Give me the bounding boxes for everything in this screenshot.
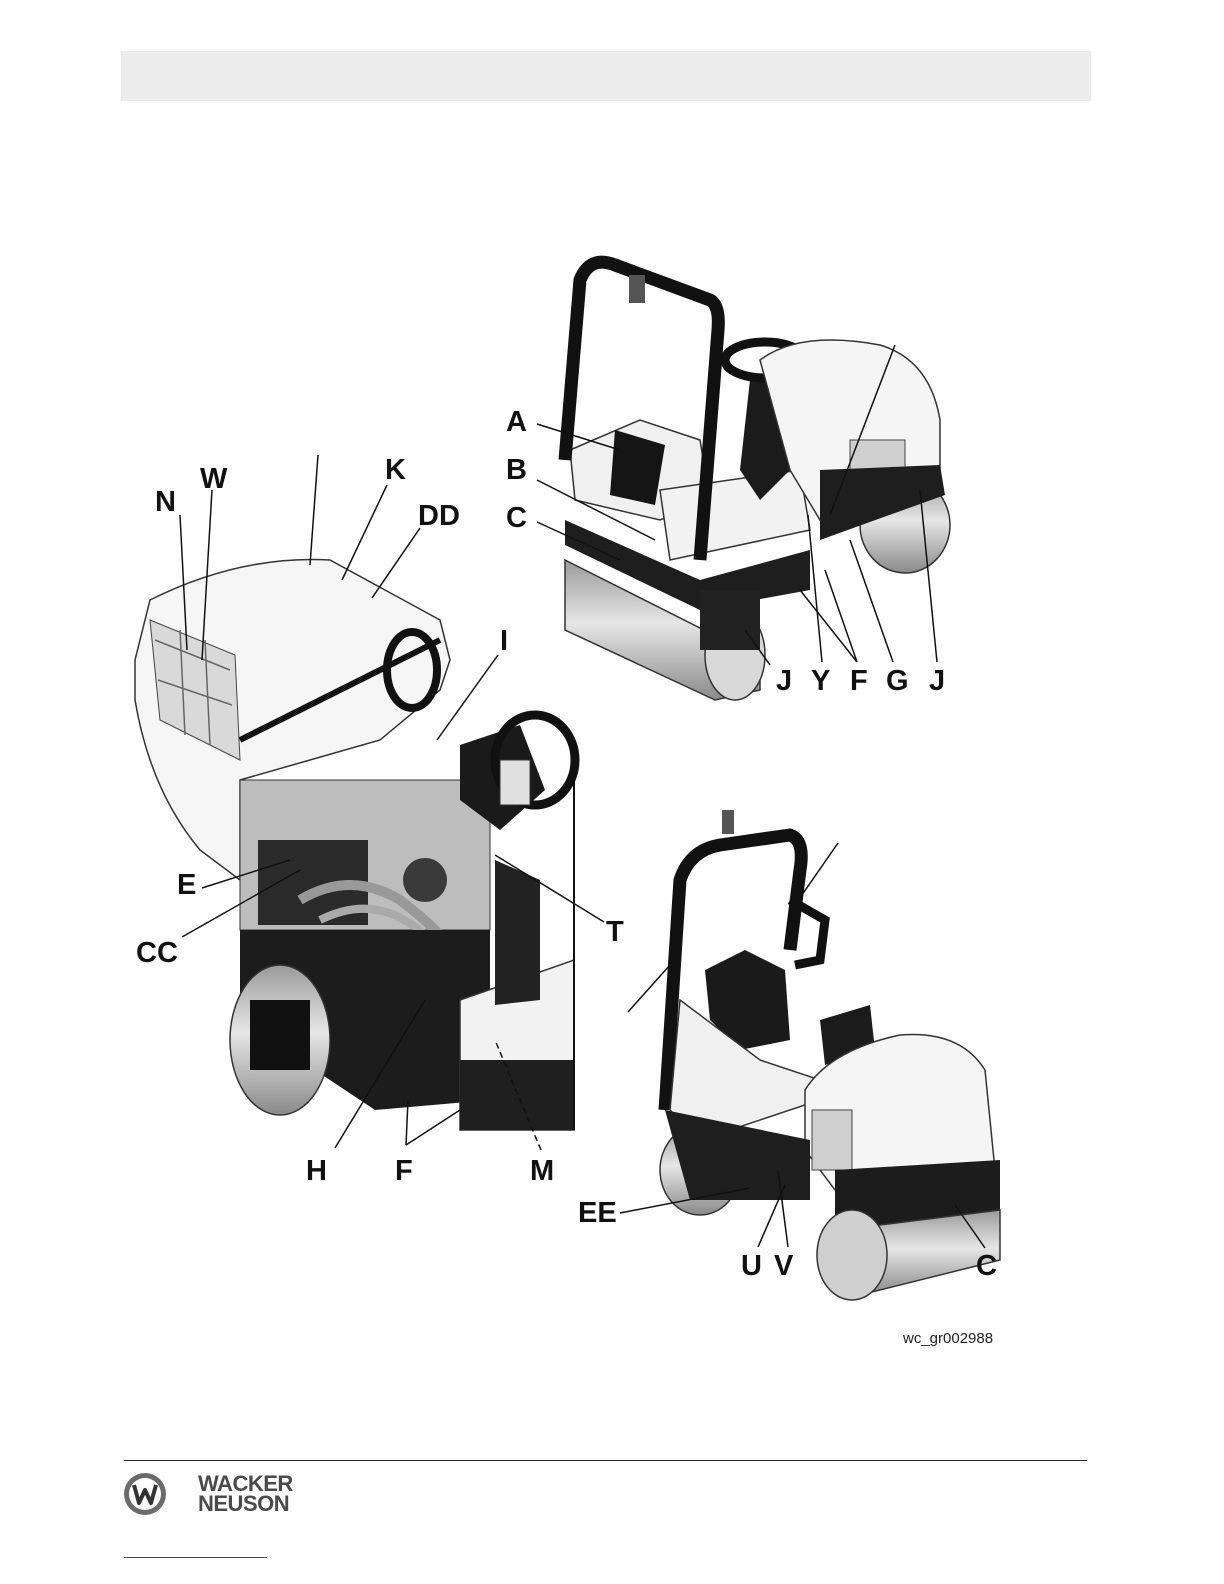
callout-a: A — [506, 406, 527, 438]
roller-view-engine-open — [135, 455, 604, 1150]
figure-caption: wc_gr002988 — [903, 1330, 993, 1347]
roller-view-front — [620, 810, 1000, 1300]
callout-m: M — [530, 1155, 554, 1187]
callout-v: V — [774, 1250, 794, 1282]
callout-j-1: J — [776, 665, 792, 697]
callout-i: I — [500, 625, 508, 657]
callout-k: K — [385, 454, 406, 486]
callout-w: W — [200, 463, 228, 495]
callout-u: U — [741, 1250, 762, 1282]
footer-link[interactable] — [124, 1557, 267, 1558]
callout-y: Y — [811, 665, 830, 697]
callout-f-1: F — [850, 665, 868, 697]
brand-logo: WACKER NEUSON — [198, 1474, 293, 1514]
callout-dd: DD — [418, 500, 460, 532]
callout-c-2: C — [976, 1250, 997, 1282]
callout-ee: EE — [578, 1197, 617, 1229]
callout-e: E — [177, 869, 196, 901]
callout-b: B — [506, 454, 527, 486]
callout-t: T — [606, 916, 624, 948]
callout-h: H — [306, 1155, 327, 1187]
callout-g: G — [886, 665, 909, 697]
callout-n: N — [155, 486, 176, 518]
callout-cc: CC — [136, 937, 178, 969]
callout-f-2: F — [395, 1155, 413, 1187]
callout-j-2: J — [929, 665, 945, 697]
roller-view-rear — [537, 262, 950, 700]
footer-rule — [124, 1460, 1087, 1461]
brand-line-2: NEUSON — [198, 1494, 293, 1514]
callout-c: C — [506, 502, 527, 534]
